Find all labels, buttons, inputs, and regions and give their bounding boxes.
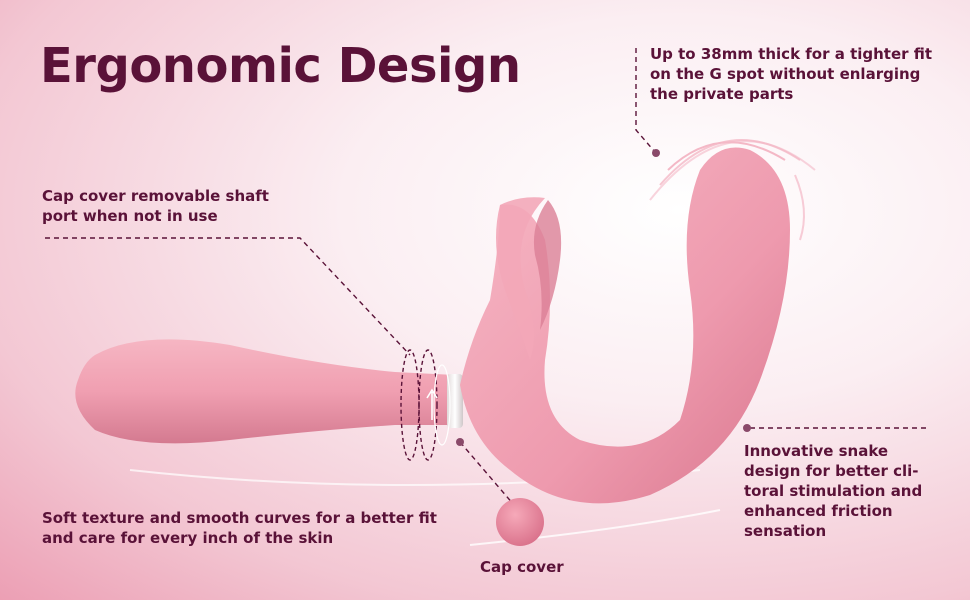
- callout-soft-texture: Soft texture and smooth curves for a bet…: [42, 508, 462, 548]
- page-title: Ergonomic Design: [40, 38, 521, 94]
- cap-cover-image: [496, 498, 544, 546]
- callout-snake-design: Innovative snake design for better cli- …: [744, 441, 944, 541]
- product-shaft: [75, 339, 455, 444]
- product-ring: [447, 374, 463, 428]
- callout-line: enhanced friction: [744, 502, 893, 520]
- product-body: [460, 147, 790, 504]
- leader-dot-cap: [456, 438, 464, 446]
- product-flap-inner: [533, 200, 562, 330]
- thickness-arc: [649, 140, 816, 201]
- callout-line: sensation: [744, 522, 827, 540]
- callout-line: on the G spot without enlarging: [650, 65, 921, 83]
- cap-cover-label: Cap cover: [480, 558, 564, 576]
- callout-line: port when not in use: [42, 207, 218, 225]
- callout-thickness: Up to 38mm thick for a tighter fit on th…: [650, 44, 950, 104]
- callout-cap-cover: Cap cover removable shaft port when not …: [42, 186, 302, 226]
- callout-line: toral stimulation and: [744, 482, 923, 500]
- callout-line: Soft texture and smooth curves for a bet…: [42, 509, 437, 527]
- leader-dot-thickness: [652, 149, 660, 157]
- leader-line-thickness: [635, 48, 656, 153]
- callout-line: and care for every inch of the skin: [42, 529, 334, 547]
- leader-line-cap-cover: [45, 237, 411, 356]
- thickness-arc: [794, 174, 805, 241]
- leader-dot-snake: [743, 424, 751, 432]
- callout-line: design for better cli-: [744, 462, 919, 480]
- callout-line: Up to 38mm thick for a tighter fit: [650, 45, 933, 63]
- product-flap: [496, 197, 545, 360]
- port-ring-solid: [433, 364, 451, 446]
- port-arrow-icon: [426, 388, 438, 420]
- callout-line: the private parts: [650, 85, 794, 103]
- callout-line: Cap cover removable shaft: [42, 187, 269, 205]
- callout-line: Innovative snake: [744, 442, 889, 460]
- port-ring-dashed: [418, 349, 438, 461]
